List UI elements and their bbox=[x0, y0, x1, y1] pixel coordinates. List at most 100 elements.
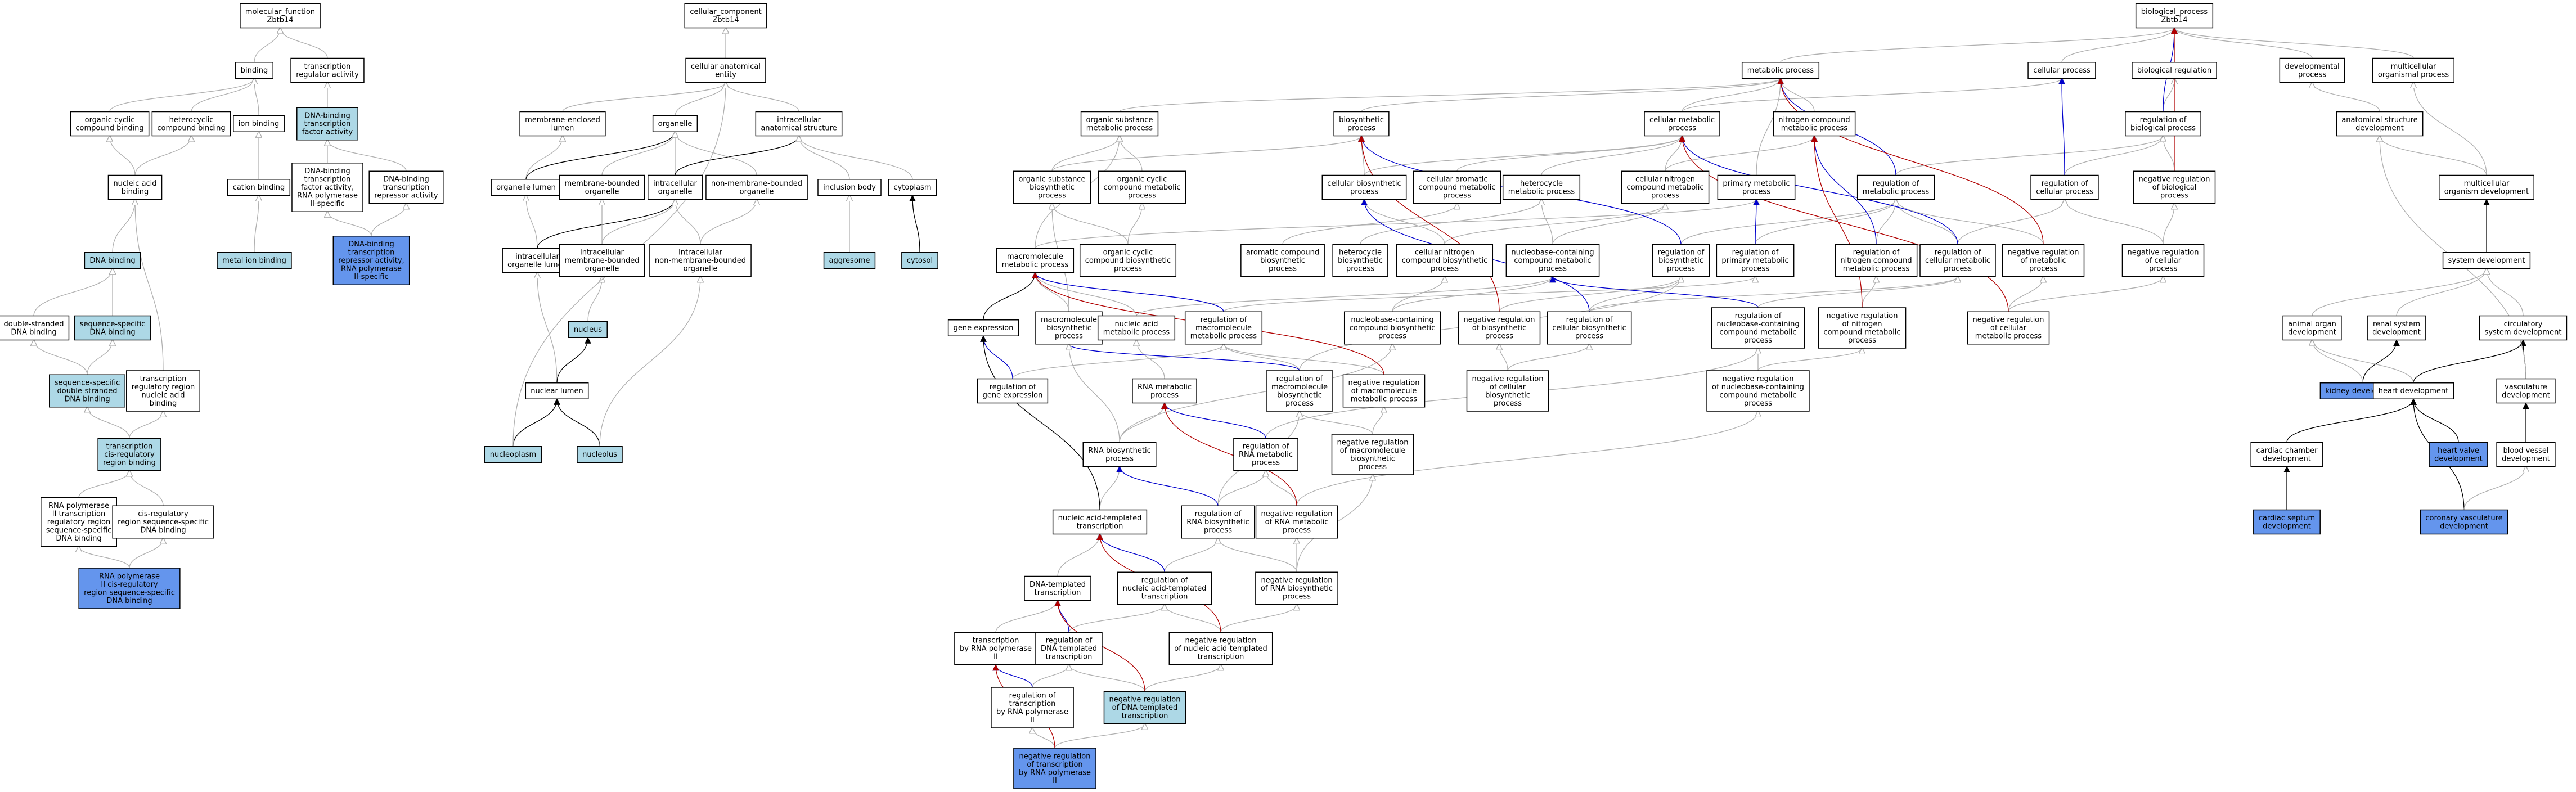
go-term-node-cell-proc[interactable]: cellular process bbox=[2027, 62, 2096, 79]
go-term-node-aggresome[interactable]: aggresome bbox=[823, 252, 876, 269]
go-term-node-ion-bind[interactable]: ion binding bbox=[233, 115, 285, 132]
go-term-node-organelle[interactable]: organelle bbox=[652, 115, 698, 132]
go-term-node-gene-exp[interactable]: gene expression bbox=[947, 320, 1019, 336]
go-term-node-metab[interactable]: metabolic process bbox=[1741, 62, 1820, 79]
go-term-node-nucleoplasm[interactable]: nucleoplasm bbox=[484, 446, 542, 463]
go-term-node-cytoplasm[interactable]: cytoplasm bbox=[888, 179, 937, 196]
go-term-node-cytosol[interactable]: cytosol bbox=[901, 252, 938, 269]
go-term-node-cation[interactable]: cation binding bbox=[227, 179, 291, 196]
go-term-node-nuc-lumen[interactable]: nuclear lumen bbox=[525, 382, 589, 399]
go-term-node-heart[interactable]: heart development bbox=[2372, 382, 2454, 399]
go-term-node-bio-reg[interactable]: biological regulation bbox=[2132, 62, 2217, 79]
go-term-node-org-lumen[interactable]: organelle lumen bbox=[491, 179, 561, 196]
go-term-node-binding[interactable]: binding bbox=[235, 62, 273, 79]
go-term-node-sys-dev[interactable]: system development bbox=[2442, 252, 2531, 269]
go-term-node-incl[interactable]: inclusion body bbox=[817, 179, 882, 196]
go-term-node-dna-bind[interactable]: DNA binding bbox=[84, 252, 141, 269]
go-term-node-nucleus[interactable]: nucleus bbox=[568, 321, 608, 338]
go-term-node-metal[interactable]: metal ion binding bbox=[217, 252, 292, 269]
